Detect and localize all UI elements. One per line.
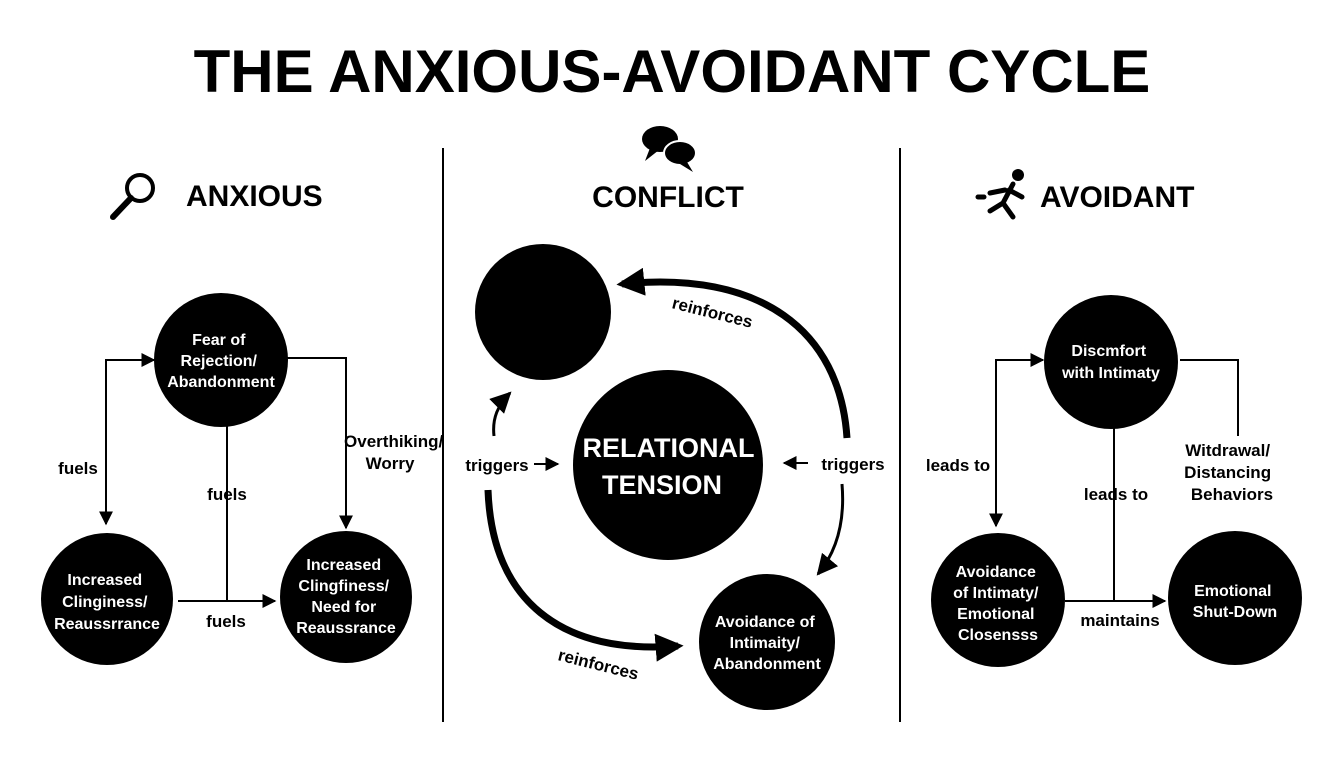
label-maintains: maintains xyxy=(1080,611,1159,630)
node-discomfort-intimacy-text: Discmfort with Intimaty xyxy=(1061,343,1160,382)
node-clinginess-right xyxy=(280,531,412,663)
node-relational-tension xyxy=(573,370,763,560)
node-avoidance-abandonment-text: Avoidance of Intimaity/ Abandonment xyxy=(713,614,821,673)
label-fuels-bottom: fuels xyxy=(206,612,246,631)
avoidant-edges xyxy=(989,353,1239,608)
label-triggers-right: triggers xyxy=(821,455,884,474)
section-avoidant-label: AVOIDANT xyxy=(1040,181,1194,214)
anxious-edges xyxy=(99,353,353,608)
page-title: THE ANXIOUS-AVOIDANT CYCLE xyxy=(194,38,1151,105)
node-emotional-shutdown xyxy=(1168,531,1302,665)
node-clinginess-right-text: Increased Clingfiness/ Need for Reaussra… xyxy=(296,557,396,637)
label-triggers-left: triggers xyxy=(465,456,528,475)
node-relational-tension-text: RELATIONAL TENSION xyxy=(582,433,761,500)
label-leads-to-center: leads to xyxy=(1084,485,1148,504)
node-avoidance-closeness-text: Avoidance of Intimaty/ Emotional Closens… xyxy=(953,564,1043,644)
node-discomfort-intimacy xyxy=(1044,295,1178,429)
label-reinforces-top: reinforces xyxy=(670,294,754,332)
conflict-edges xyxy=(484,267,851,662)
magnifier-icon xyxy=(110,173,155,220)
node-clinginess-left-text: Increased Clinginess/ Reaussrrance xyxy=(54,572,160,633)
label-fuels-center: fuels xyxy=(207,485,247,504)
label-leads-to-left: leads to xyxy=(926,456,990,475)
node-fear-of-rejection xyxy=(154,293,288,427)
node-avoidance-abandonment xyxy=(699,574,835,710)
node-emotional-shutdown-text: Emotional Shut-Down xyxy=(1193,583,1277,621)
section-conflict-label: CONFLICT xyxy=(592,181,744,214)
label-overthinking: Overthiking/ Worry xyxy=(344,432,448,473)
label-reinforces-bottom: reinforces xyxy=(556,646,640,684)
label-withdrawal: Witdrawal/ Distancing Behaviors xyxy=(1184,441,1276,504)
node-conflict-top xyxy=(475,244,611,380)
node-clinginess-left xyxy=(41,533,173,665)
section-anxious-label: ANXIOUS xyxy=(186,180,323,213)
running-person-icon xyxy=(975,169,1025,220)
node-avoidance-closeness xyxy=(931,533,1065,667)
label-fuels-left: fuels xyxy=(58,459,98,478)
speech-bubbles-icon xyxy=(642,126,697,172)
node-fear-of-rejection-text: Fear of Rejection/ Abandonment xyxy=(167,332,275,391)
